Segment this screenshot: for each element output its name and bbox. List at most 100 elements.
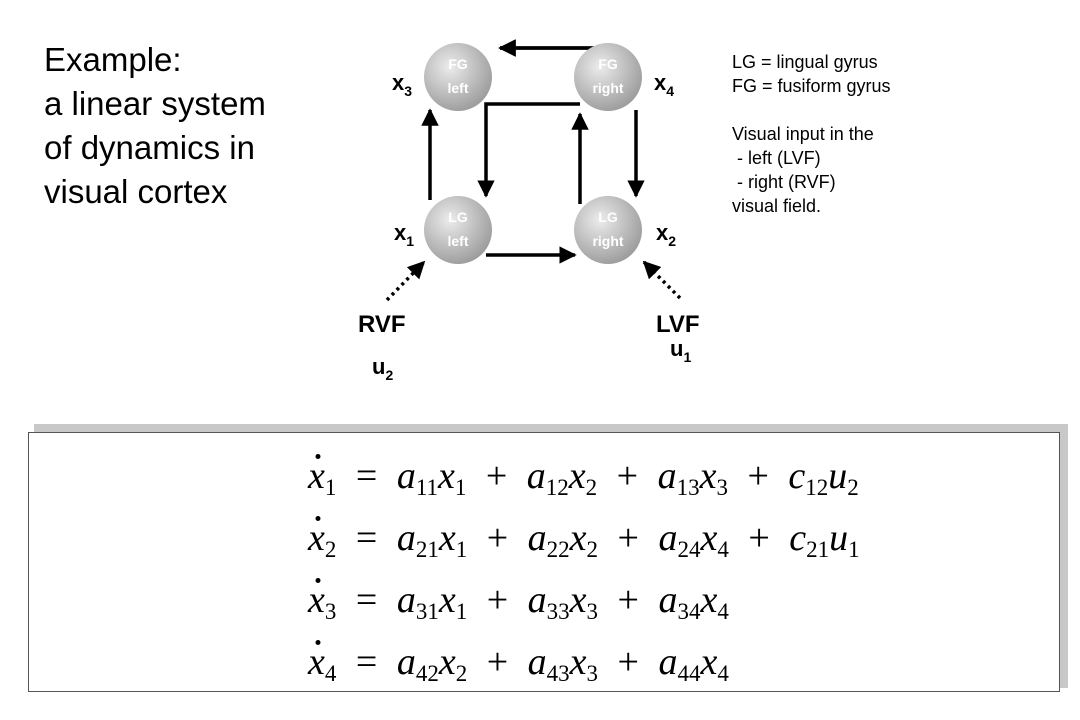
var-sub: 3 [586,661,599,686]
node-fg-right: FG right [574,43,642,111]
arrow-fgright-to-lgleft [477,102,580,198]
label-rvf: RVF [358,311,406,338]
equation-1: x1 = a11x1 + a12x2 + a13x3 + c12u2 [308,455,859,499]
plus-sign: + [617,517,639,559]
var: x [569,517,587,559]
var-sub: 2 [585,475,598,500]
coef: a [527,641,547,683]
var: x [438,641,456,683]
coef: a [396,579,416,621]
plus-sign: + [486,641,509,683]
legend-line: - left (LVF) [732,148,821,168]
lhs-var: x [308,641,325,683]
var: x [700,517,718,559]
label-u1: u1 [670,336,691,365]
coef-sub: 44 [677,661,701,686]
coef-sub: 43 [546,661,570,686]
var-sub: 1 [848,537,860,562]
lhs-var: x [308,455,325,497]
var: x [438,517,456,559]
lhs-sub: 2 [324,537,337,562]
var: x [569,641,587,683]
coef: c [789,517,807,559]
label-x2: x2 [656,220,676,249]
var-sub: 4 [717,661,729,686]
node-label: right [592,80,623,96]
var-sub: 2 [586,537,599,562]
var-sub: 1 [455,537,468,562]
title-line: of dynamics in [44,129,255,166]
coef: a [396,517,416,559]
legend-line: visual field. [732,196,822,216]
input-arrow-rvf [385,260,426,302]
plus-sign: + [486,517,509,559]
node-label: left [448,233,469,249]
var: x [569,579,587,621]
equals-sign: = [355,517,378,559]
coef-sub: 12 [805,475,829,500]
coef-sub: 22 [546,537,570,562]
equation-box [28,432,1060,692]
plus-sign: + [617,579,639,621]
node-lg-left: LG left [424,196,492,264]
coef-sub: 12 [545,475,569,500]
coef-sub: 21 [806,537,830,562]
var: u [828,455,848,497]
label-lvf: LVF [656,311,700,338]
title-line: visual cortex [44,173,228,210]
connectivity-diagram: FG left FG right LG left LG right x3 x4 … [358,39,700,383]
legend-line [732,98,891,122]
label-u2: u2 [372,354,393,383]
label-x4: x4 [654,70,674,99]
lhs-sub: 3 [324,599,337,624]
equation-3: x3 = a31x1 + a33x3 + a34x4 [308,579,729,623]
plus-sign: + [747,455,769,497]
node-label: LG [448,209,468,225]
var-sub: 4 [717,599,729,624]
coef: a [657,455,677,497]
legend: LG = lingual gyrus FG = fusiform gyrus V… [732,50,891,218]
coef-sub: 31 [415,599,439,624]
coef-sub: 33 [546,599,570,624]
equals-sign: = [355,641,378,683]
input-arrow-lvf [642,260,682,300]
var: x [699,455,717,497]
coef-sub: 21 [415,537,439,562]
plus-sign: + [485,455,508,497]
node-label: right [592,233,623,249]
equals-sign: = [355,579,378,621]
plus-sign: + [486,579,509,621]
legend-line: - right (RVF) [732,172,836,192]
coef: a [527,579,547,621]
var-sub: 3 [586,599,599,624]
coef-sub: 24 [677,537,701,562]
equation-2: x2 = a21x1 + a22x2 + a24x4 + c21u1 [308,517,860,561]
coef: a [658,579,678,621]
plus-sign: + [616,455,639,497]
node-lg-right: LG right [574,196,642,264]
coef: a [527,517,547,559]
var-sub: 4 [717,537,729,562]
slide-title: Example: a linear system of dynamics in … [44,38,266,214]
node-fg-left: FG left [424,43,492,111]
coef-sub: 34 [677,599,701,624]
legend-line: FG = fusiform gyrus [732,76,891,96]
coef-sub: 42 [415,661,439,686]
coef-sub: 13 [676,475,700,500]
node-label: FG [448,56,468,72]
arrow-lgleft-to-fgright-inner [494,112,570,204]
var-sub: 3 [716,475,728,500]
lhs-sub: 1 [324,475,337,500]
title-line: a linear system [44,85,266,122]
var: x [437,455,455,497]
var: x [438,579,456,621]
lhs-var: x [308,517,325,559]
equals-sign: = [355,455,378,497]
node-label: LG [598,209,618,225]
var: x [700,579,718,621]
coef: a [658,641,678,683]
coef: c [788,455,806,497]
var: x [568,455,586,497]
var-sub: 2 [455,661,468,686]
var-sub: 2 [847,475,859,500]
